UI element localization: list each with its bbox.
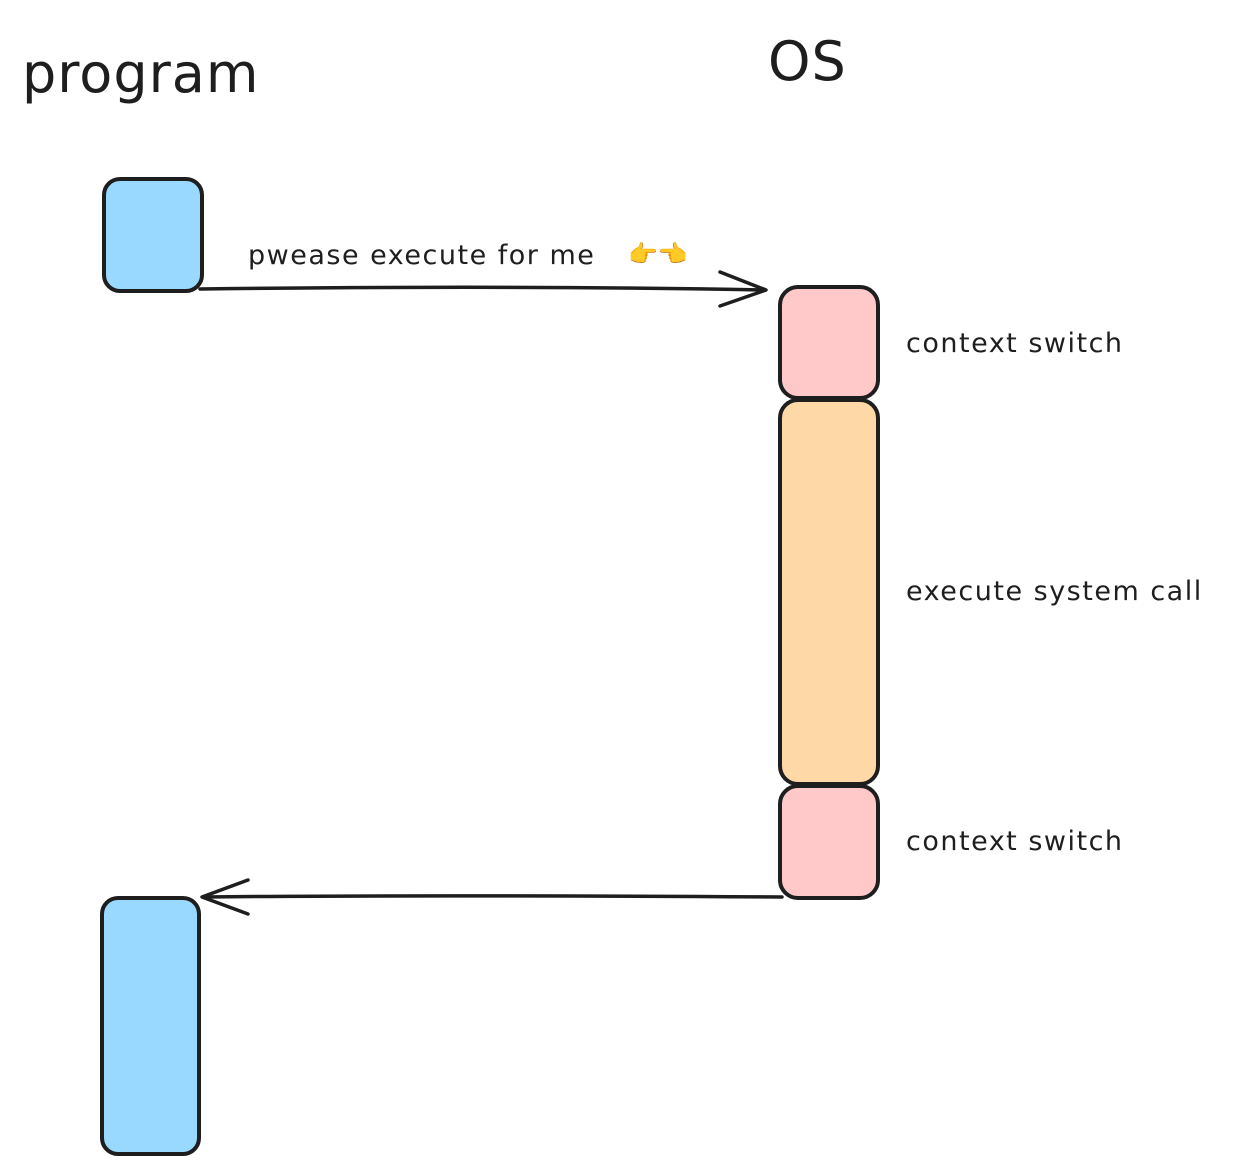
pointing-fingers-emoji: 👉👈 (628, 240, 688, 268)
os-heading: OS (768, 30, 847, 93)
program-heading: program (22, 42, 260, 105)
program-block-bottom (100, 896, 201, 1156)
context-switch-block-1 (778, 285, 880, 400)
context-switch-label-1: context switch (906, 328, 1124, 359)
program-block-top (102, 177, 204, 293)
request-arrow (198, 270, 768, 308)
context-switch-block-2 (778, 784, 880, 900)
execute-system-call-label: execute system call (906, 576, 1203, 607)
system-call-block (778, 398, 880, 786)
context-switch-label-2: context switch (906, 826, 1124, 857)
request-message-label: pwease execute for me (248, 240, 595, 271)
return-arrow (200, 878, 784, 916)
